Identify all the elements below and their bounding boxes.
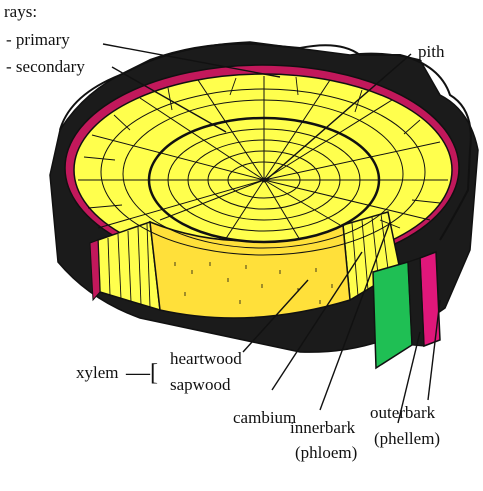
label-outerbark-line2: (phellem)	[374, 429, 440, 448]
innerbark-piece	[373, 262, 412, 368]
label-rays: rays:	[4, 2, 37, 21]
label-cambium: cambium	[233, 408, 296, 427]
label-innerbark-line1: innerbark	[290, 418, 356, 437]
label-xylem: xylem	[76, 363, 119, 382]
label-outerbark-line1: outerbark	[370, 403, 436, 422]
label-pith: pith	[418, 42, 445, 61]
pith-dot	[262, 178, 267, 183]
label-heartwood: heartwood	[170, 349, 242, 368]
label-secondary-rays: - secondary	[6, 57, 85, 76]
xylem-bracket: —[	[125, 360, 158, 386]
label-primary-rays: - primary	[6, 30, 70, 49]
label-sapwood: sapwood	[170, 375, 231, 394]
label-innerbark-line2: (phloem)	[295, 443, 357, 462]
